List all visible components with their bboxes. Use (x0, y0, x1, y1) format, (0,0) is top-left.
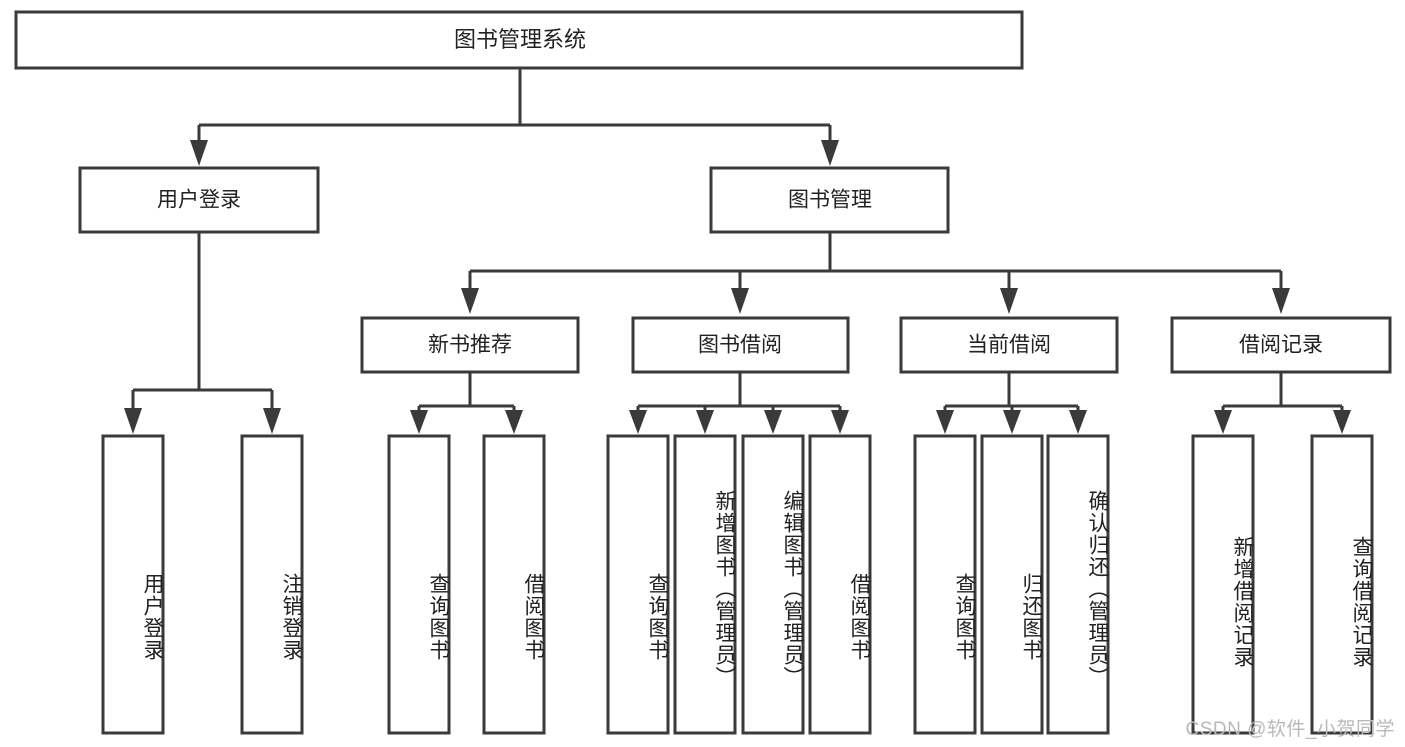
leaf-borrow-record-2-box[interactable] (1310, 434, 1374, 735)
arrow-borrow-record-leaf-2 (1333, 410, 1351, 434)
node-current-borrow-box[interactable] (899, 316, 1119, 374)
node-book-manage-label: 图书管理 (788, 189, 872, 212)
leaf-book-borrow-2-box[interactable] (673, 434, 737, 735)
node-new-book-recommend-box[interactable] (360, 316, 580, 374)
node-borrow-record-label: 借阅记录 (1239, 334, 1323, 357)
leaf-book-borrow-3-box[interactable] (741, 434, 805, 735)
node-new-book-recommend-label: 新书推荐 (428, 334, 512, 357)
leaf-current-borrow-3-box[interactable] (1046, 434, 1110, 735)
arrow-user-login-leaf-2 (263, 408, 281, 434)
arrow-book-manage-child-2 (731, 288, 749, 314)
leaf-new-book-2-box[interactable] (482, 434, 546, 735)
leaf-current-borrow-1-box[interactable] (913, 434, 977, 735)
leaf-book-borrow-4-box[interactable] (808, 434, 872, 735)
node-current-borrow-label: 当前借阅 (967, 334, 1051, 357)
edges-group (124, 68, 1351, 434)
leaf-borrow-record-1-box[interactable] (1191, 434, 1255, 735)
leaf-current-borrow-2-box[interactable] (980, 434, 1044, 735)
arrow-current-borrow-leaf-1 (936, 410, 954, 434)
node-book-borrow-box[interactable] (631, 316, 850, 374)
node-borrow-record-box[interactable] (1170, 316, 1392, 374)
arrow-current-borrow-leaf-3 (1069, 410, 1087, 434)
node-root-label: 图书管理系统 (454, 27, 586, 52)
arrow-book-borrow-leaf-2 (696, 410, 714, 434)
arrow-book-manage-child-1 (461, 288, 479, 314)
leaf-book-borrow-1-box[interactable] (606, 434, 670, 735)
arrow-root-to-book-manage (821, 140, 839, 166)
arrow-book-manage-child-4 (1272, 288, 1290, 314)
leaf-user-login-1-box[interactable] (101, 434, 165, 735)
node-user-login-label: 用户登录 (157, 189, 241, 212)
node-book-borrow-label: 图书借阅 (698, 334, 782, 357)
arrow-book-borrow-leaf-4 (831, 410, 849, 434)
arrow-user-login-leaf-1 (124, 408, 142, 434)
arrow-current-borrow-leaf-2 (1003, 410, 1021, 434)
node-user-login-box[interactable] (78, 166, 320, 234)
leaf-new-book-1-box[interactable] (387, 434, 451, 735)
node-root-box[interactable] (14, 10, 1024, 70)
arrow-book-borrow-leaf-1 (629, 410, 647, 434)
arrow-book-borrow-leaf-3 (764, 410, 782, 434)
leaf-user-login-2-box[interactable] (240, 434, 304, 735)
arrow-new-book-leaf-2 (505, 410, 523, 434)
arrow-borrow-record-leaf-1 (1214, 410, 1232, 434)
arrow-new-book-leaf-1 (410, 410, 428, 434)
csdn-watermark: CSDN @软件_小贺同学 (1185, 719, 1395, 740)
arrow-book-manage-child-3 (1000, 288, 1018, 314)
nodes-group: 图书管理系统 用户登录 图书管理 新书推荐 图书借阅 当前借阅 借阅记录 (14, 10, 1392, 735)
arrow-root-to-user-login (190, 140, 208, 166)
node-book-manage-box[interactable] (709, 166, 950, 234)
